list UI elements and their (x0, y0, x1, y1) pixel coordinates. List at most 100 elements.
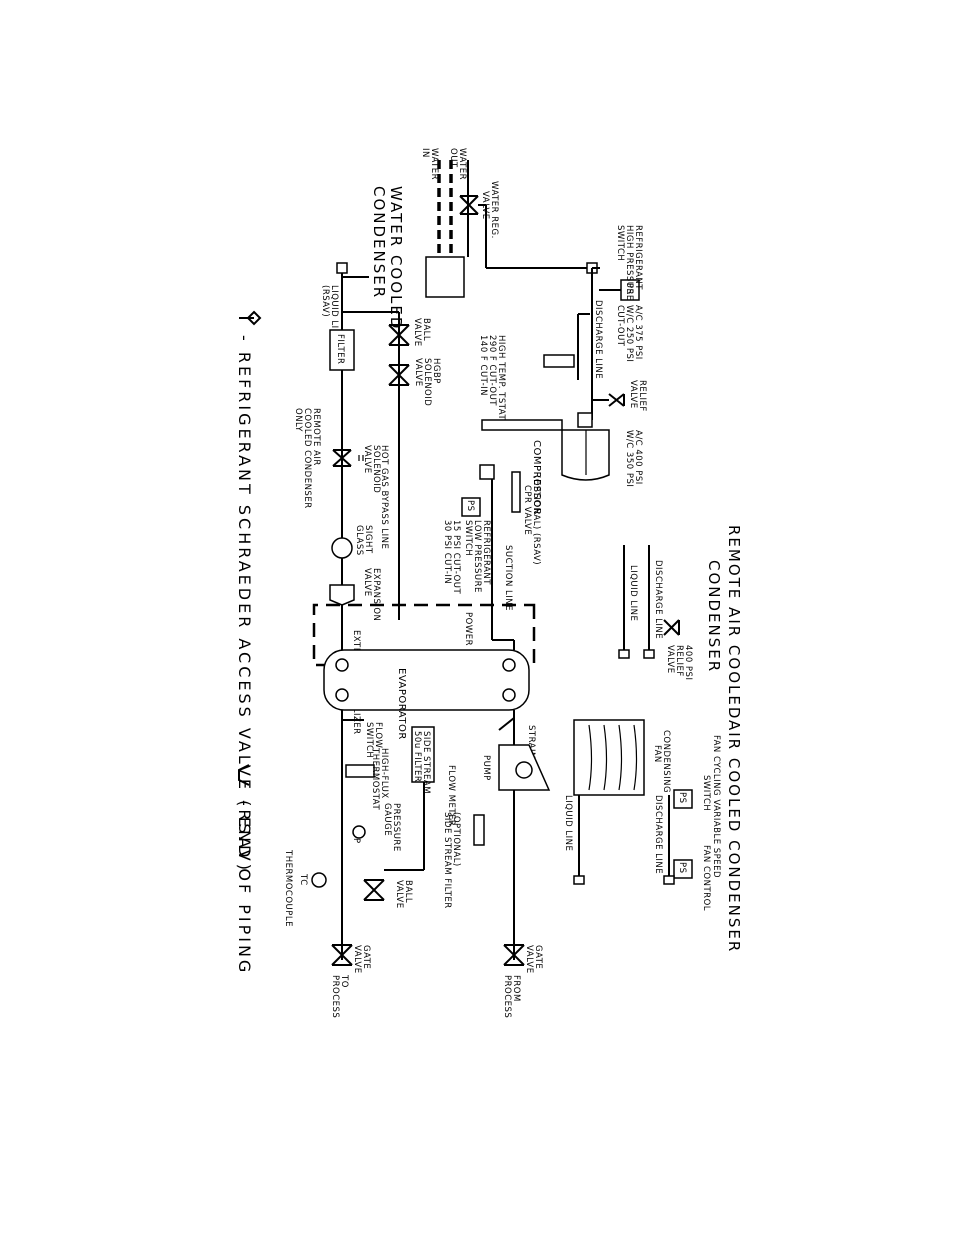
to-proc-2: PROCESS (330, 975, 340, 1018)
fan-ctl-1: FAN CYCLING VARIABLE SPEED (711, 735, 721, 878)
cond-fan-2: FAN (652, 745, 662, 763)
lp-switch-box (461, 497, 481, 517)
water-in-1: WATER (429, 148, 439, 180)
power-head-label: POWER HEAD (463, 612, 473, 675)
water-reg-2: VALVE (480, 191, 490, 220)
relief-set-1: A/C 400 PSI (633, 430, 643, 485)
tstat-1: HIGH TEMP. TSTAT (496, 335, 506, 420)
ra-only-2: COOLED CONDENSER (302, 408, 312, 509)
fan-switch-box (673, 789, 693, 809)
high-temp-tstat-bulb (543, 354, 575, 368)
lp-1: REFRIGERANT (481, 520, 491, 585)
flow-switch-1: FLOW (373, 722, 383, 749)
tstat-3: 140 F CUT-IN (478, 335, 488, 396)
hgbp-1: HGBP (431, 358, 441, 384)
ball-top-2: VALVE (412, 318, 422, 347)
evaporator-body (323, 649, 530, 711)
tstat-2: 290 F CUT-OUT (487, 335, 497, 406)
gate-valve-left-icon (331, 944, 353, 966)
solenoid-valve-icon (332, 449, 352, 467)
flow-meter-label: FLOW METER (446, 765, 456, 826)
flow-switch-2: SWITCH (364, 722, 374, 758)
end-of-piping-icon (238, 764, 250, 786)
evaporator-label: EVAPORATOR (396, 668, 407, 740)
ra-only-3: ONLY (293, 408, 303, 432)
from-proc-1: FROM (511, 975, 521, 1002)
gvl-1: GATE (361, 945, 371, 969)
rac-title-1: REMOTE AIR COOLED (725, 525, 743, 720)
ssf-2: 50u FILTER (412, 731, 422, 782)
air-cooled-condenser: AIR COOLED CONDENSER FAN CYCLING VARIABL… (563, 719, 743, 953)
ball-valve-bottom-icon (363, 879, 385, 901)
hf-2: THERMOSTAT (370, 747, 380, 810)
hp-label-2: HIGH PRESSURE (624, 225, 634, 301)
solenoid-2: VALVE (362, 445, 372, 474)
rotated-drawing: WATER COOLED CONDENSER WATER OUT WATER I… (235, 148, 743, 1018)
bvb-2: VALVE (394, 880, 404, 909)
rac-relief-1: 400 PSI (683, 645, 693, 680)
hp-set-1: A/C 375 PSI (633, 305, 643, 360)
gate-valve-right-icon (503, 944, 525, 966)
gvr-2: VALVE (524, 945, 534, 974)
ra-only-1: REMOTE AIR (311, 408, 321, 466)
rac-relief-3: VALVE (665, 645, 675, 674)
relief-1: RELIEF (637, 380, 647, 412)
wcc-label-1: WATER COOLED (387, 186, 405, 330)
hgbp-3: VALVE (413, 358, 423, 387)
power-head-enclosure (312, 603, 536, 667)
pg-1: PRESSURE (391, 803, 401, 852)
ssf-1: SIDE STREAM (421, 731, 431, 794)
acc-title: AIR COOLED CONDENSER (725, 720, 743, 953)
wcc-label-2: CONDENSER (370, 186, 388, 299)
hgbp-2: SOLENOID (422, 358, 432, 406)
coil-icon (588, 724, 638, 791)
rac-discharge-label: DISCHARGE LINE (653, 560, 663, 639)
pg-2: GAUGE (382, 803, 392, 836)
high-pressure-switch: PS REFRIGERANT HIGH PRESSURE SWITCH A/C … (592, 225, 643, 362)
strainer-icon (498, 717, 515, 731)
hgbp-line-label: HOT GAS BYPASS LINE (379, 445, 389, 549)
fan-ctl-3: FAN CONTROL (701, 845, 711, 911)
water-reg-valve-icon (459, 195, 479, 215)
pressure-gauge-icon (352, 825, 366, 839)
to-proc-1: TO (339, 974, 349, 988)
process-water-loop: FLOW SWITCH HIGH-FLUX THERMOSTAT SIDE ST… (283, 710, 551, 1018)
thermocouple-icon (311, 872, 327, 888)
fan-ps: PS (677, 792, 687, 804)
opt-ssf-2: SIDE STREAM FILTER (442, 812, 452, 909)
bvb-1: BALL (403, 880, 413, 903)
evaporator: EVAPORATOR (323, 613, 530, 740)
cond-fan-1: CONDENSING (661, 730, 671, 793)
water-out-1: WATER (457, 148, 467, 180)
exp-1: EXPANSION (371, 568, 381, 621)
lp-2: LOW PRESSURE (472, 520, 482, 593)
rac-title-2: CONDENSER (705, 560, 723, 673)
water-in-2: IN (420, 148, 430, 158)
cpr-valve-icon (511, 471, 521, 513)
filter-body (329, 329, 355, 371)
legend-rsav: - REFRIGERANT SCHRAEDER ACCESS VALVE (RS… (235, 335, 254, 873)
lp-set-1: 15 PSI CUT-OUT (451, 520, 461, 595)
suction-service-valve (479, 464, 495, 480)
relief-set-2: W/C 350 PSI (624, 430, 634, 487)
tc-label: TC (298, 873, 308, 886)
remote-air-cooled-condenser: REMOTE AIR COOLED CONDENSER DISCHARGE LI… (618, 525, 743, 720)
filter-label: FILTER (335, 334, 345, 364)
compressor-label: COMPRESSOR (531, 440, 542, 515)
lp-ps: PS (465, 500, 475, 512)
hp-label-1: REFRIGERANT (633, 225, 643, 290)
fan-ctl-2: SWITCH (701, 775, 711, 811)
rac-relief-2: RELIEF (674, 645, 684, 677)
pump-label: PUMP (481, 755, 491, 781)
sight-glass-icon (331, 537, 353, 559)
liquid-line: LIQUID LINE (RSAV) FILTER REMOTE AIR COO… (293, 262, 441, 620)
pump-impeller (515, 761, 533, 779)
fan-control-box (673, 859, 693, 879)
condenser-body (425, 256, 465, 298)
relief-2: VALVE (628, 380, 638, 409)
lp-3: SWITCH (463, 520, 473, 556)
liquid-rsav-1: LIQUID LINE (329, 285, 339, 341)
legend: - REFRIGERANT SCHRAEDER ACCESS VALVE (RS… (235, 310, 262, 975)
water-cooled-condenser: WATER COOLED CONDENSER WATER OUT WATER I… (370, 148, 598, 330)
